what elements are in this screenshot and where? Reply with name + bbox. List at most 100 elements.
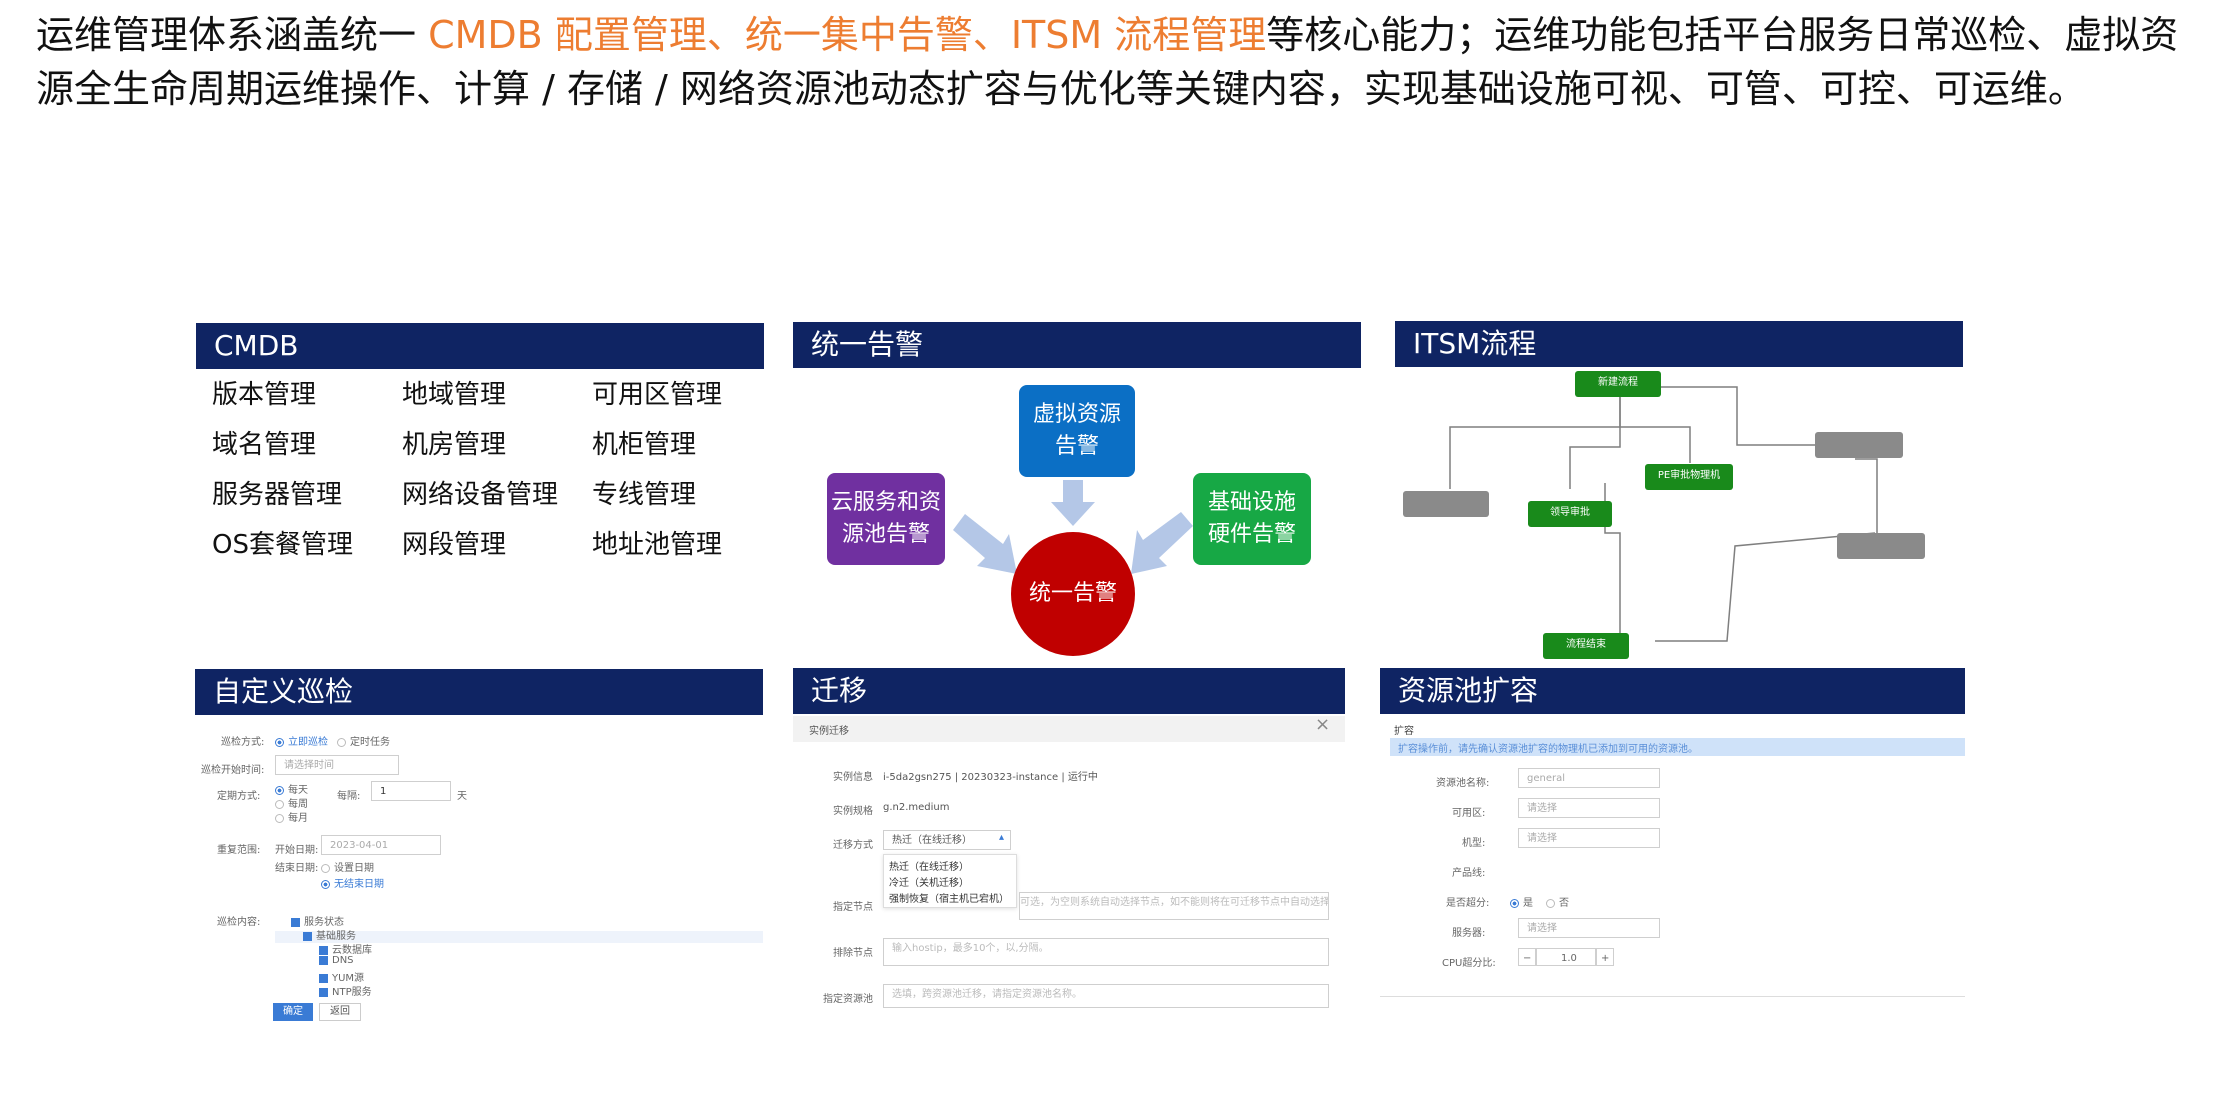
migrate-exclude-input[interactable]: 输入hostip，最多10个，以,分隔。 xyxy=(883,938,1329,966)
patrol-start-input[interactable]: 请选择时间 xyxy=(275,755,399,775)
migrate-pool-input[interactable]: 选填，跨资源池迁移，请指定资源池名称。 xyxy=(883,984,1329,1008)
arrow-left xyxy=(1131,512,1193,574)
cmdb-item: 专线管理 xyxy=(592,480,697,510)
patrol-tree-item-1[interactable]: 基础服务 xyxy=(303,927,356,942)
patrol-tree-item-3[interactable]: DNS xyxy=(319,955,354,966)
pool-server-label: 服务器: xyxy=(1452,928,1486,939)
patrol-panel: 自定义巡检 巡检方式: 立即巡检 定时任务 巡检开始时间: 请选择时间 定期方式… xyxy=(195,669,763,1022)
pool-divider xyxy=(1380,996,1965,997)
close-icon[interactable]: × xyxy=(1315,714,1331,735)
migrate-dialog-title: 实例迁移 xyxy=(809,726,849,737)
pool-alloc-yes[interactable]: 是 xyxy=(1510,894,1533,909)
migrate-node-label: 指定节点 xyxy=(833,902,873,913)
cmdb-item: 网络设备管理 xyxy=(402,480,559,510)
migrate-node-input[interactable]: 可选，为空则系统自动选择节点，如不能则将在可迁移节点中自动选择。 xyxy=(1019,892,1329,920)
pool-room-label: 机型: xyxy=(1462,838,1486,849)
patrol-period-label: 定期方式: xyxy=(217,791,261,802)
patrol-tree-item-4[interactable]: YUM源 xyxy=(319,969,364,984)
pool-az-select[interactable]: 请选择 xyxy=(1518,798,1660,818)
migrate-mode-opt-0[interactable]: 热迁（在线迁移） xyxy=(889,862,969,873)
migrate-panel: 迁移 实例迁移 × 实例信息 i-5da2gsn275 | 20230323-i… xyxy=(793,668,1345,1021)
cmdb-item: 地址池管理 xyxy=(592,530,723,560)
itsm-node-gray-1 xyxy=(1815,432,1903,458)
patrol-tree-highlight xyxy=(275,931,763,943)
patrol-range-no-end[interactable]: 无结束日期 xyxy=(321,875,384,890)
intro-text-2: 等核心能力；运维功能包括平台服务日常巡检、虚拟资源全生命周期运维操作、计算 / … xyxy=(36,13,2179,111)
pool-header: 资源池扩容 xyxy=(1380,668,1965,714)
pool-notice-text: 扩容操作前，请先确认资源池扩容的物理机已添加到可用的资源池。 xyxy=(1398,744,1698,755)
pool-cpu-value[interactable]: 1.0 xyxy=(1536,948,1596,966)
pool-sub-title: 扩容 xyxy=(1394,726,1414,737)
migrate-mode-opt-2[interactable]: 强制恢复（宿主机已宕机） xyxy=(889,894,1009,905)
pool-az-label: 可用区: xyxy=(1452,808,1486,819)
migrate-exclude-label: 排除节点 xyxy=(833,948,873,959)
migrate-pool-label: 指定资源池 xyxy=(823,994,873,1005)
intro-paragraph: 运维管理体系涵盖统一 CMDB 配置管理、统一集中告警、ITSM 流程管理等核心… xyxy=(36,8,2186,116)
cmdb-item: 域名管理 xyxy=(212,430,317,460)
itsm-node-pe: PE审批物理机 xyxy=(1645,464,1733,490)
patrol-mode-label: 巡检方式: xyxy=(221,737,265,748)
patrol-tree-item-0[interactable]: 服务状态 xyxy=(291,913,344,928)
pool-server-select[interactable]: 请选择 xyxy=(1518,918,1660,938)
patrol-range-label: 重复范围: xyxy=(217,845,261,856)
patrol-period-monthly[interactable]: 每月 xyxy=(275,809,308,824)
patrol-ok-button[interactable]: 确定 xyxy=(273,1003,313,1021)
migrate-mode-dropdown xyxy=(883,854,1017,908)
intro-text-1: 运维管理体系涵盖统一 xyxy=(36,13,429,57)
patrol-period-daily[interactable]: 每天 xyxy=(275,781,308,796)
patrol-cancel-button[interactable]: 返回 xyxy=(319,1003,361,1021)
pool-alloc-no[interactable]: 否 xyxy=(1546,894,1569,909)
pool-cpu-minus[interactable]: − xyxy=(1518,948,1536,966)
patrol-tree-item-5[interactable]: NTP服务 xyxy=(319,983,372,998)
cloud-service-alarm: 云服务和资 源池告警 xyxy=(827,473,945,565)
alarm-header: 统一告警 xyxy=(793,322,1361,368)
alarm-arrows xyxy=(953,480,1193,574)
intro-highlight: CMDB 配置管理、统一集中告警、ITSM 流程管理 xyxy=(428,13,1267,57)
itsm-node-gray-3 xyxy=(1837,533,1925,559)
migrate-info-label: 实例信息 xyxy=(833,772,873,783)
patrol-tree-item-2[interactable]: 云数据库 xyxy=(319,941,372,956)
patrol-period-weekly[interactable]: 每周 xyxy=(275,795,308,810)
arrow-down xyxy=(1051,480,1095,526)
itsm-node-new: 新建流程 xyxy=(1575,371,1661,397)
itsm-node-gray-2 xyxy=(1403,491,1489,517)
migrate-spec-label: 实例规格 xyxy=(833,806,873,817)
infra-hardware-alarm: 基础设施 硬件告警 xyxy=(1193,473,1311,565)
patrol-start-label: 巡检开始时间: xyxy=(201,765,265,776)
pool-notice-bar xyxy=(1390,738,1965,756)
alarm-panel: 统一告警 虚拟资源 告警 云服务和资 源池告警 基础设施 硬件告警 统一告警 xyxy=(793,322,1361,662)
cmdb-item: 网段管理 xyxy=(402,530,507,560)
chevron-up-icon: ▴ xyxy=(999,832,1005,843)
cmdb-item: 地域管理 xyxy=(402,380,507,410)
pool-room-select[interactable]: 请选择 xyxy=(1518,828,1660,848)
cmdb-item: 服务器管理 xyxy=(212,480,343,510)
cmdb-item: 机房管理 xyxy=(402,430,507,460)
migrate-header: 迁移 xyxy=(793,668,1345,714)
pool-name-select[interactable]: general xyxy=(1518,768,1660,788)
cmdb-item: 版本管理 xyxy=(212,380,317,410)
migrate-mode-select[interactable]: 热迁（在线迁移） xyxy=(883,830,1011,850)
virtual-resource-alarm: 虚拟资源 告警 xyxy=(1019,385,1135,477)
patrol-range-end-date[interactable]: 设置日期 xyxy=(321,859,374,874)
arrow-right xyxy=(953,514,1017,574)
unified-alarm-center: 统一告警 xyxy=(1011,532,1135,656)
patrol-content-label: 巡检内容: xyxy=(217,917,261,928)
pool-alloc-label: 是否超分: xyxy=(1446,898,1490,909)
migrate-spec-value: g.n2.medium xyxy=(883,802,950,813)
patrol-every-unit: 天 xyxy=(457,791,467,802)
pool-cpu-plus[interactable]: + xyxy=(1596,948,1614,966)
pool-name-label: 资源池名称: xyxy=(1436,778,1490,789)
patrol-header: 自定义巡检 xyxy=(195,669,763,715)
patrol-range-start-input[interactable]: 2023-04-01 xyxy=(321,835,441,855)
patrol-mode-timer[interactable]: 定时任务 xyxy=(337,733,390,748)
cmdb-header: CMDB xyxy=(196,323,764,369)
itsm-node-end: 流程结束 xyxy=(1543,633,1629,659)
migrate-mode-opt-1[interactable]: 冷迁（关机迁移） xyxy=(889,878,969,889)
pool-cpu-label: CPU超分比: xyxy=(1442,958,1496,969)
patrol-every-input[interactable]: 1 xyxy=(371,781,451,801)
patrol-range-start-label: 开始日期: xyxy=(275,845,319,856)
patrol-range-end-label: 结束日期: xyxy=(275,863,319,874)
patrol-mode-now[interactable]: 立即巡检 xyxy=(275,733,328,748)
itsm-header: ITSM流程 xyxy=(1395,321,1963,367)
cmdb-item: OS套餐管理 xyxy=(212,530,353,560)
